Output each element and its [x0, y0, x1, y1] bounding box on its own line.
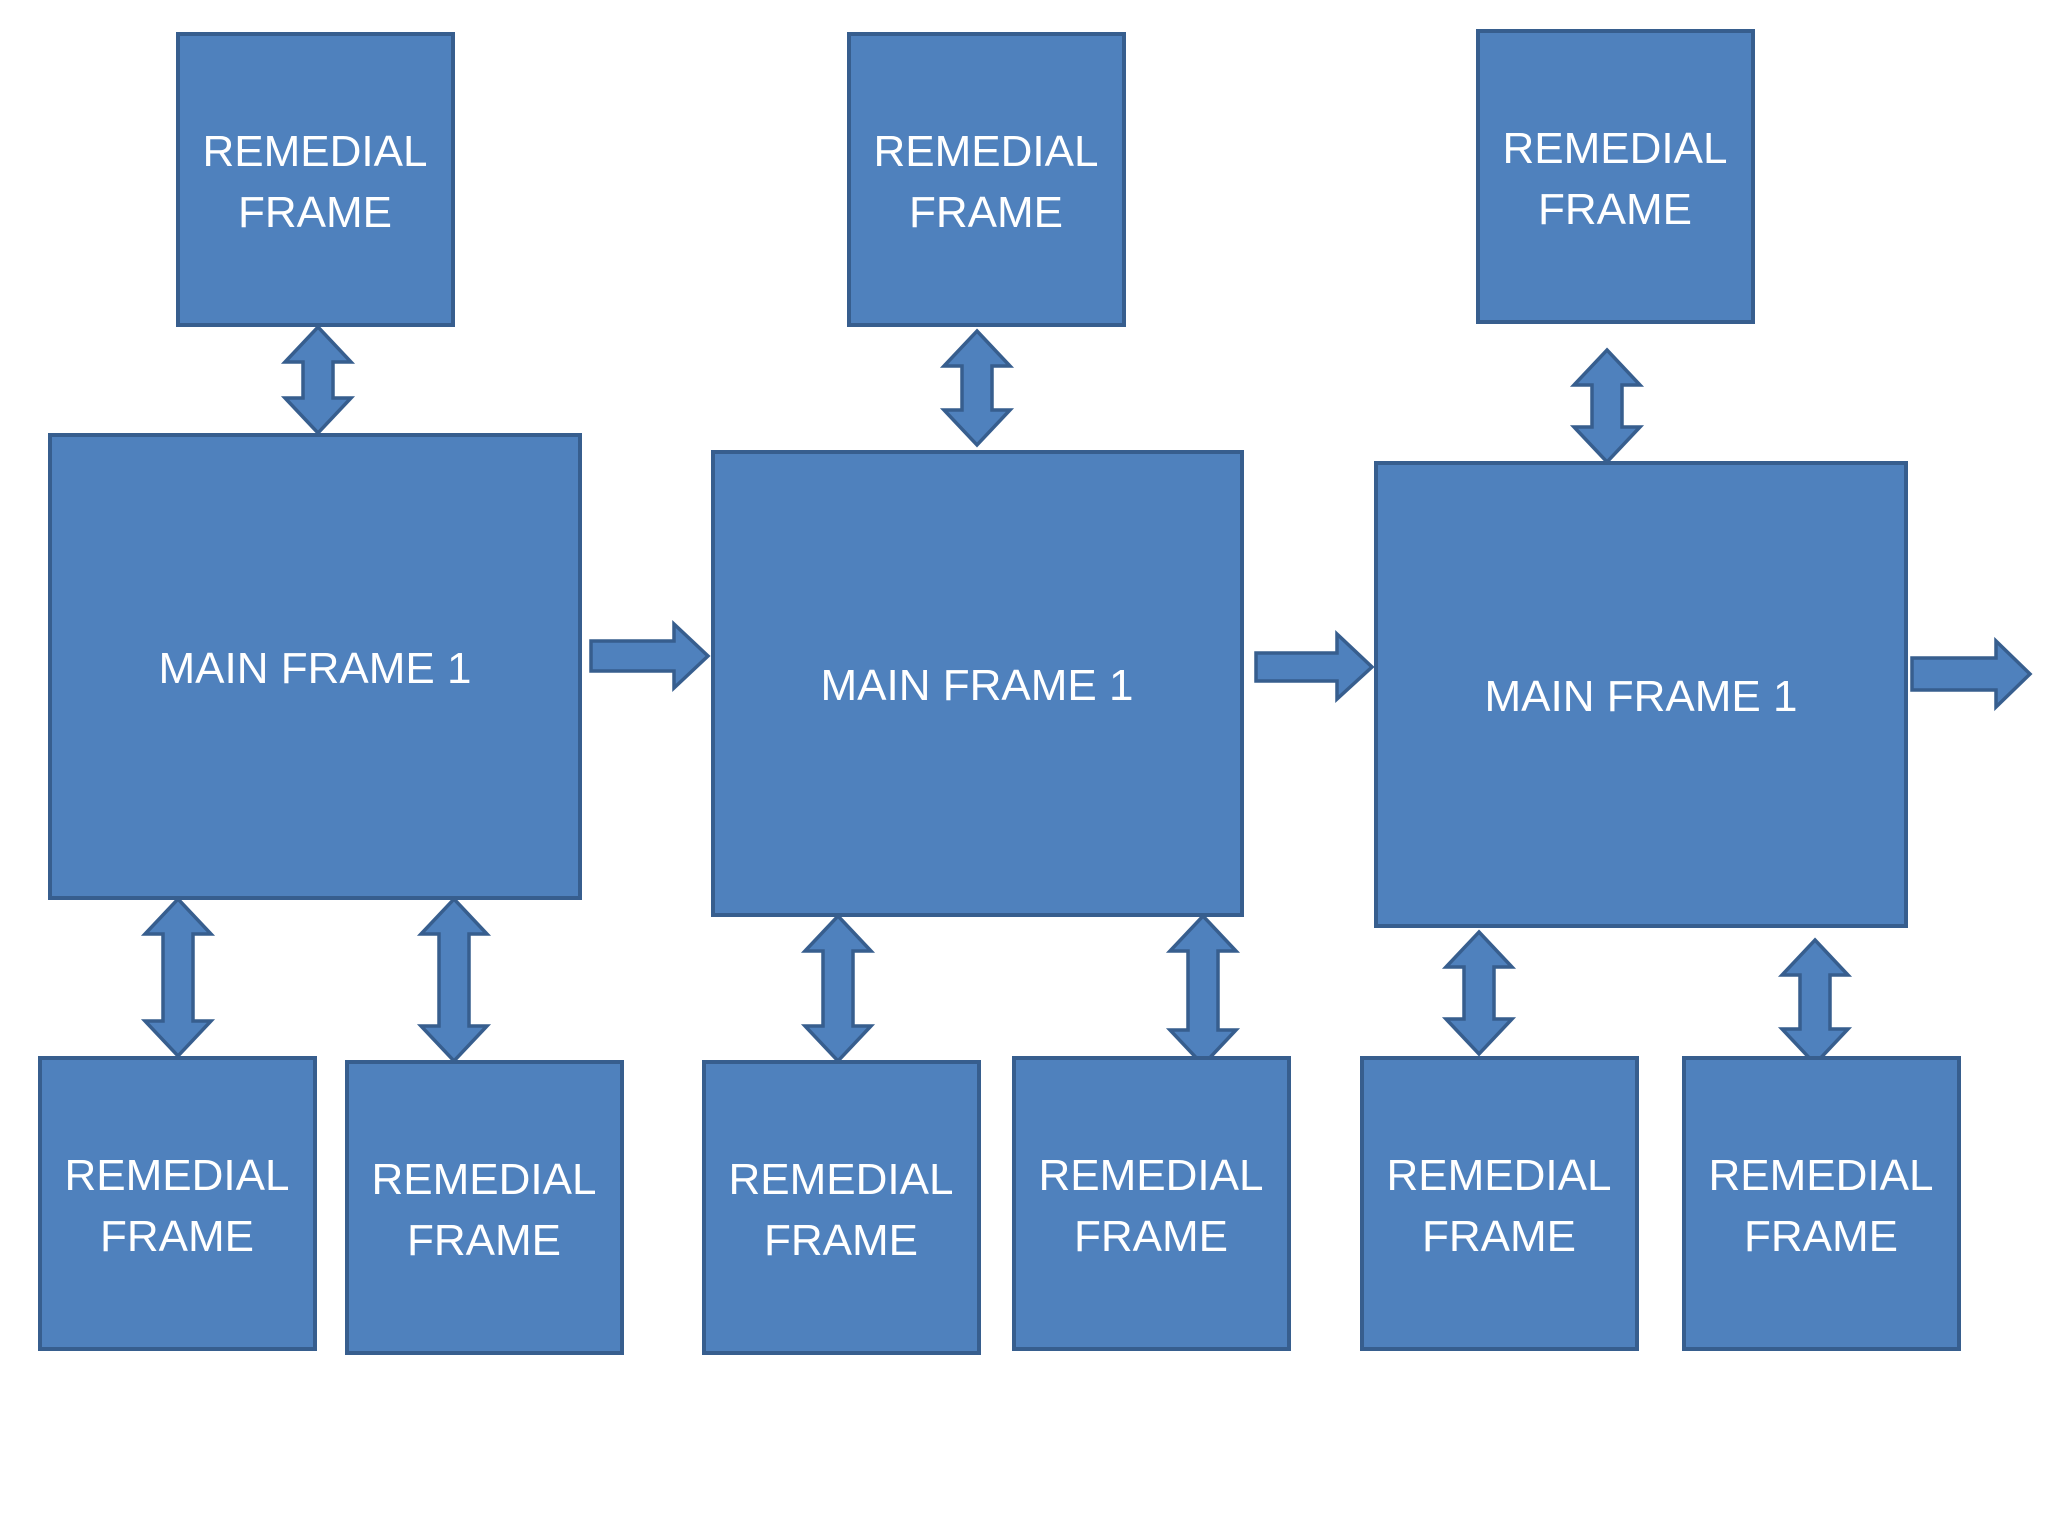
remedial-frame-label-line2: FRAME [909, 188, 1063, 237]
remedial-frame-label-line2: FRAME [238, 188, 392, 237]
remedial-frame-label-line2: FRAME [100, 1212, 254, 1261]
remedial-frame-label-line2: FRAME [1074, 1212, 1228, 1261]
remedial-frame-label-line1: REMEDIAL [65, 1151, 290, 1200]
remedial-frame-label-line2: FRAME [1422, 1212, 1576, 1261]
remedial-frame-label-line1: REMEDIAL [203, 127, 428, 176]
remedial-frame-label-line2: FRAME [407, 1216, 561, 1265]
bidirectional-arrow-icon [140, 896, 216, 1059]
right-arrow-icon [589, 619, 711, 693]
remedial-frame-bottom-2a: REMEDIAL FRAME [702, 1060, 981, 1355]
remedial-frame-bottom-3b: REMEDIAL FRAME [1682, 1056, 1961, 1351]
remedial-frame-label-line2: FRAME [1744, 1212, 1898, 1261]
main-frame-1: MAIN FRAME 1 [48, 433, 582, 900]
bidirectional-arrow-icon [800, 913, 876, 1064]
remedial-frame-label-line1: REMEDIAL [1709, 1151, 1934, 1200]
remedial-frame-bottom-1b: REMEDIAL FRAME [345, 1060, 624, 1355]
remedial-frame-bottom-3a: REMEDIAL FRAME [1360, 1056, 1639, 1351]
bidirectional-arrow-icon [1777, 937, 1853, 1067]
remedial-frame-label-line1: REMEDIAL [1387, 1151, 1612, 1200]
bidirectional-arrow-icon [416, 896, 492, 1064]
bidirectional-arrow-icon [280, 324, 356, 436]
right-arrow-icon [1910, 636, 2033, 712]
column-1: REMEDIAL FRAME MAIN FRAME 1 REMEDIAL FRA… [38, 32, 624, 1355]
bidirectional-arrow-icon [939, 328, 1015, 448]
remedial-frame-label-line2: FRAME [1538, 185, 1692, 234]
remedial-frame-label-line1: REMEDIAL [1039, 1151, 1264, 1200]
remedial-frame-top-2: REMEDIAL FRAME [847, 32, 1126, 327]
main-frame-label: MAIN FRAME 1 [821, 661, 1134, 710]
bidirectional-arrow-icon [1165, 913, 1241, 1068]
column-3: REMEDIAL FRAME MAIN FRAME 1 REMEDIAL FRA… [1360, 29, 1961, 1351]
remedial-frame-label-line1: REMEDIAL [874, 127, 1099, 176]
main-frame-label: MAIN FRAME 1 [1485, 672, 1798, 721]
column-2: REMEDIAL FRAME MAIN FRAME 1 REMEDIAL FRA… [702, 32, 1291, 1355]
remedial-frame-top-3: REMEDIAL FRAME [1476, 29, 1755, 324]
bidirectional-arrow-icon [1569, 347, 1645, 465]
remedial-frame-label-line1: REMEDIAL [729, 1155, 954, 1204]
remedial-frame-bottom-2b: REMEDIAL FRAME [1012, 1056, 1291, 1351]
bidirectional-arrow-icon [1441, 929, 1517, 1057]
remedial-frame-label-line2: FRAME [764, 1216, 918, 1265]
remedial-frame-top-1: REMEDIAL FRAME [176, 32, 455, 327]
main-frame-3: MAIN FRAME 1 [1374, 461, 1908, 928]
right-arrow-icon [1254, 629, 1375, 703]
main-frame-2: MAIN FRAME 1 [711, 450, 1244, 917]
main-frame-label: MAIN FRAME 1 [159, 644, 472, 693]
remedial-frame-bottom-1a: REMEDIAL FRAME [38, 1056, 317, 1351]
remedial-frame-label-line1: REMEDIAL [372, 1155, 597, 1204]
remedial-frame-label-line1: REMEDIAL [1503, 124, 1728, 173]
